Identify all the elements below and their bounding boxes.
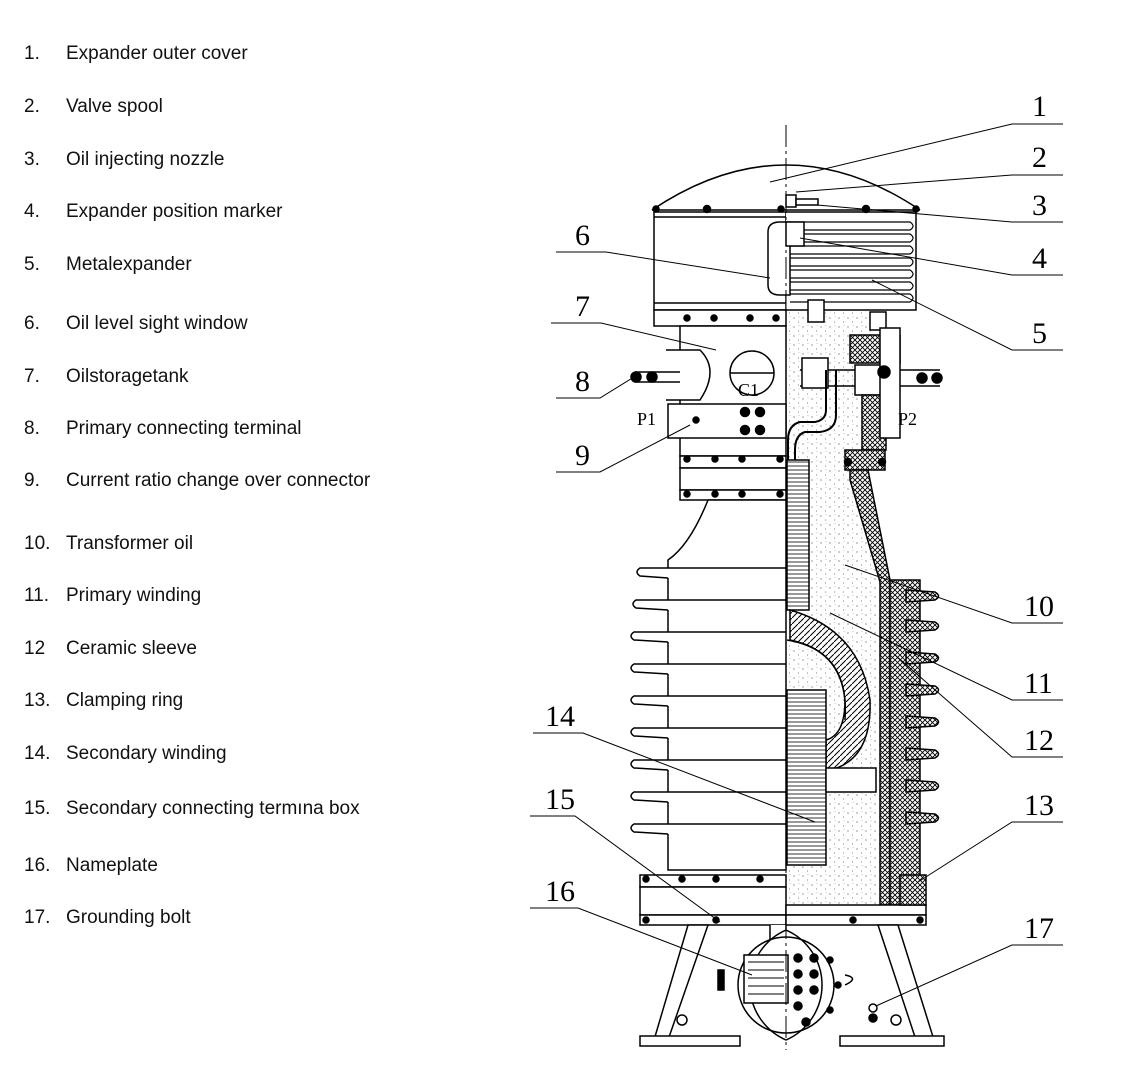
legend-item: 13.Clamping ring [24, 690, 184, 711]
leader-lines [530, 123, 1063, 1007]
porcelain-insulator-left [630, 499, 787, 871]
label-p2: P2 [898, 409, 917, 429]
callout-2: 2 [1032, 141, 1047, 174]
callout-14: 14 [545, 700, 575, 733]
callout-9: 9 [575, 439, 590, 472]
top-flange [679, 455, 787, 501]
callout-15: 15 [545, 783, 575, 816]
callout-5: 5 [1032, 317, 1047, 350]
label-c1: C1 [738, 380, 759, 400]
legend-item: 5.Metalexpander [24, 254, 192, 275]
callout-13: 13 [1024, 789, 1054, 822]
legend-item: 8.Primary connecting terminal [24, 418, 302, 439]
callout-6: 6 [575, 219, 590, 252]
terminal-box [717, 929, 878, 1041]
callout-11: 11 [1024, 667, 1053, 700]
legend-item: 14.Secondary winding [24, 743, 227, 764]
legend-item: 9.Current ratio change over connector [24, 470, 371, 491]
callout-12: 12 [1024, 724, 1054, 757]
terminal-labels: P1 P2 C1 [637, 380, 917, 429]
legend-item: 15.Secondary connecting termına box [24, 798, 360, 819]
callout-10: 10 [1024, 590, 1054, 623]
callout-1: 1 [1032, 90, 1047, 123]
callout-7: 7 [575, 290, 590, 323]
legend-item: 2.Valve spool [24, 96, 163, 117]
callout-16: 16 [545, 875, 575, 908]
callout-3: 3 [1032, 189, 1047, 222]
callout-17: 17 [1024, 912, 1054, 945]
legend-item: 1.Expander outer cover [24, 43, 248, 64]
legend: 1.Expander outer cover 2.Valve spool 3.O… [0, 0, 520, 1000]
ceramic-sleeve [849, 469, 940, 906]
callout-4: 4 [1032, 242, 1047, 275]
legend-item: 4.Expander position marker [24, 201, 283, 222]
callout-8: 8 [575, 365, 590, 398]
primary-conductor [787, 327, 901, 605]
legend-item: 3.Oil injecting nozzle [24, 149, 225, 170]
windings [786, 459, 877, 866]
legend-item: 6.Oil level sight window [24, 313, 248, 334]
legend-item: 10.Transformer oil [24, 533, 194, 554]
legend-item: 7.Oilstoragetank [24, 366, 189, 387]
callout-numbers: 1 2 3 4 5 6 7 8 9 10 11 12 13 14 15 16 1… [545, 90, 1054, 945]
legend-item: 11.Primary winding [24, 585, 202, 606]
legend-item: 17.Grounding bolt [24, 907, 191, 928]
label-p1: P1 [637, 409, 656, 429]
legend-item: 16.Nameplate [24, 855, 158, 876]
